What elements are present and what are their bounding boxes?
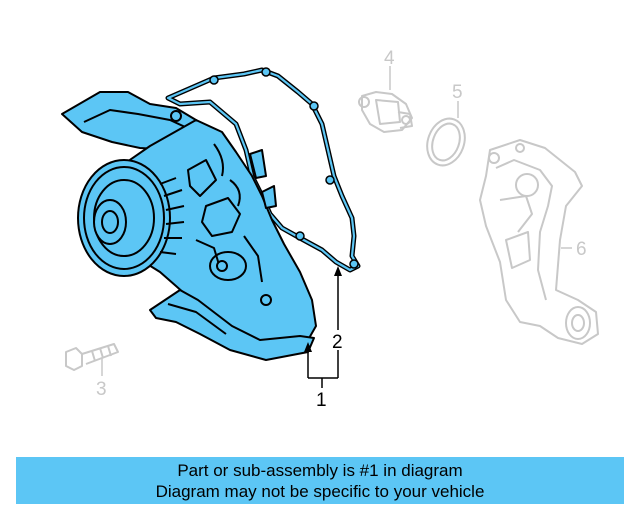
info-banner: Part or sub-assembly is #1 in diagram Di…: [16, 457, 624, 504]
part-6-bracket[interactable]: [479, 139, 599, 345]
callout-4[interactable]: 4: [384, 48, 395, 69]
part-4-housing[interactable]: [358, 91, 413, 133]
part-1-water-pump[interactable]: [61, 91, 317, 361]
parts-diagram: 6 5 4 3: [61, 48, 599, 411]
callout-2-arrowhead: [334, 266, 342, 276]
callout-2[interactable]: 2: [332, 332, 343, 353]
callout-1[interactable]: 1: [316, 390, 327, 411]
part-3-bolt[interactable]: [65, 343, 119, 371]
callout-5[interactable]: 5: [452, 82, 463, 103]
gasket-bolt-holes: [209, 67, 359, 269]
callout-1-arrowhead: [304, 342, 312, 352]
part-5-seal[interactable]: [421, 113, 471, 170]
callout-6[interactable]: 6: [576, 239, 587, 260]
callout-3[interactable]: 3: [96, 379, 107, 400]
banner-line-1: Part or sub-assembly is #1 in diagram: [177, 460, 463, 480]
banner-line-2: Diagram may not be specific to your vehi…: [155, 481, 485, 501]
